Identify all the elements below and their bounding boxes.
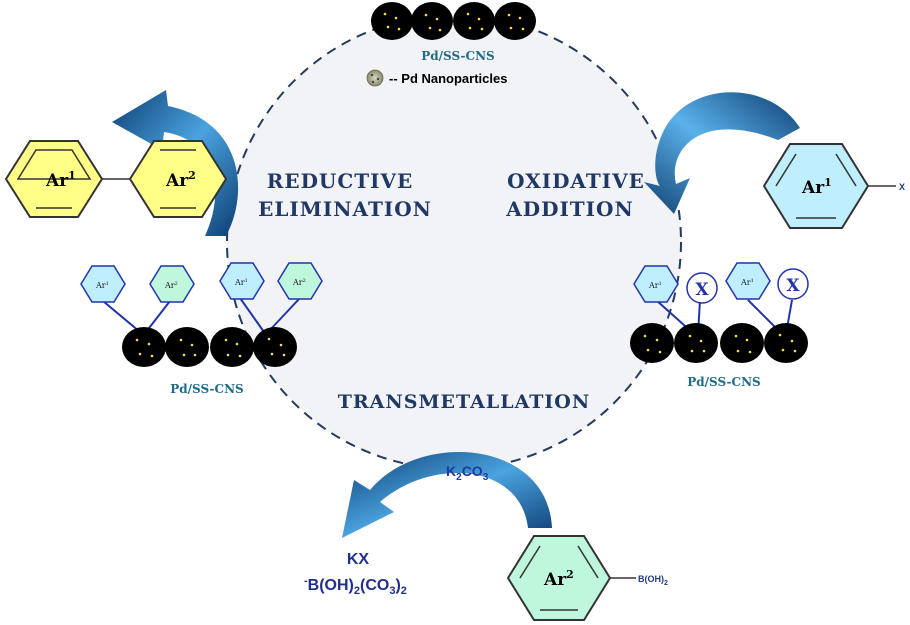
arylboronic-acid-reactant: Ar2 B(OH)2 — [506, 535, 668, 621]
curved-arrow-transmetallation — [342, 452, 552, 538]
svg-text:Ar1: Ar1 — [648, 281, 662, 290]
catalyst-complex-left: Ar1 Ar2 Ar1 Ar2 — [80, 262, 323, 367]
catalyst-label-top: Pd/SS-CNS — [421, 49, 494, 63]
halide-label: X — [899, 182, 905, 192]
svg-text:Ar1: Ar1 — [95, 281, 109, 290]
nanoparticle-icon — [366, 69, 384, 87]
catalyst-spheres-top — [371, 2, 536, 40]
svg-text:Ar2: Ar2 — [543, 568, 574, 590]
svg-text:Ar2: Ar2 — [165, 169, 196, 191]
catalyst-label-left: Pd/SS-CNS — [170, 382, 243, 396]
curved-arrow-reductive — [112, 90, 239, 236]
catalyst-label-right: Pd/SS-CNS — [687, 375, 760, 389]
pd-nanoparticle-legend: -- Pd Nanoparticles — [366, 69, 507, 87]
stage-oxidative-line1: OXIDATIVE — [507, 169, 645, 193]
stage-transmetallation: TRANSMETALLATION — [338, 391, 590, 413]
stage-reductive-line2: ELIMINATION — [258, 197, 432, 221]
nanoparticle-legend-text: -- Pd Nanoparticles — [389, 71, 507, 86]
svg-text:Ar1: Ar1 — [740, 278, 754, 287]
svg-text:Ar1: Ar1 — [801, 176, 832, 198]
byproduct-borate: -B(OH)2(CO3)2 — [304, 575, 407, 597]
svg-text:B(OH)2: B(OH)2 — [638, 574, 668, 587]
aryl-halide-reactant: Ar1 X — [762, 143, 905, 229]
byproduct-kx: KX — [347, 551, 370, 568]
svg-text:Ar1: Ar1 — [234, 278, 248, 287]
catalyst-complex-right: Ar1 Ar1 X X — [630, 262, 809, 363]
halide-on-pd-2: X — [786, 276, 800, 296]
curved-arrow-oxidative — [644, 92, 800, 214]
base-k2co3: K2CO3 — [446, 463, 489, 483]
catalytic-cycle-circle — [226, 14, 682, 470]
halide-on-pd-1: X — [695, 280, 709, 300]
biaryl-product: Ar1 Ar2 — [4, 140, 228, 218]
svg-text:Ar2: Ar2 — [292, 278, 306, 287]
svg-text:Ar1: Ar1 — [45, 169, 76, 191]
stage-reductive-line1: REDUCTIVE — [267, 169, 414, 193]
stage-oxidative-line2: ADDITION — [505, 197, 634, 221]
svg-text:Ar2: Ar2 — [164, 281, 178, 290]
